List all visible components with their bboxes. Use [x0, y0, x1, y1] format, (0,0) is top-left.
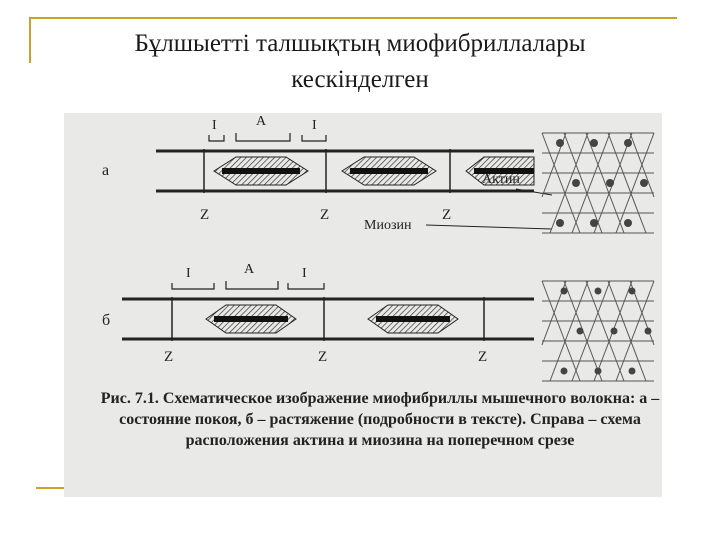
title-line-2: кескінделген: [291, 66, 429, 93]
band-I-label-a2: I: [312, 118, 317, 133]
figure-caption: Рис. 7.1. Схематическое изображение миоф…: [100, 390, 660, 449]
myofibril-diagram: а I A I Z Z Z: [102, 114, 655, 382]
band-I-label-b1: I: [186, 266, 191, 281]
sarcomere-row-a: [156, 149, 535, 193]
actin-pointer: [515, 188, 553, 196]
myosin-filament-a2: [341, 156, 437, 186]
z-label-a1: Z: [200, 207, 209, 223]
panel-a-label: а: [102, 162, 109, 179]
myosin-pointer: [425, 224, 553, 230]
bracket-I-a2: [301, 135, 327, 142]
band-I-label-b2: I: [302, 266, 307, 281]
cross-section-lattice-a: [541, 132, 655, 234]
myosin-filament-b2: [367, 304, 459, 334]
myosin-filament-b1: [205, 304, 297, 334]
z-label-a2: Z: [320, 207, 329, 223]
decorative-left-line: [29, 17, 31, 63]
z-label-a3: Z: [442, 207, 451, 223]
z-label-b1: Z: [164, 349, 173, 365]
cross-section-lattice-b: [541, 280, 655, 382]
decorative-top-line: [29, 17, 677, 19]
actin-label: Актин: [482, 172, 520, 187]
band-I-label-a1: I: [212, 118, 217, 133]
band-A-label-b: A: [244, 262, 255, 277]
myosin-filament-a1: [213, 156, 309, 186]
bracket-A-a: [235, 133, 291, 142]
myosin-label: Миозин: [364, 218, 412, 233]
myosin-filament-a3: [465, 156, 535, 186]
myofibril-figure: а I A I Z Z Z: [64, 113, 662, 497]
sarcomere-row-b: [122, 297, 534, 341]
decorative-bottom-line: [36, 487, 76, 489]
panel-b-label: б: [102, 312, 110, 329]
lattice-nodes-b: [560, 287, 652, 375]
bracket-I-a1: [208, 135, 225, 142]
bracket-I-b1: [171, 283, 215, 290]
band-A-label-a: A: [256, 114, 267, 129]
slide-title: Бұлшыетті талшықтың миофибриллалары кеск…: [60, 26, 660, 98]
bracket-I-b2: [287, 283, 325, 290]
lattice-nodes-a: [556, 139, 648, 227]
z-label-b3: Z: [478, 349, 487, 365]
title-line-1: Бұлшыетті талшықтың миофибриллалары: [134, 30, 586, 57]
z-label-b2: Z: [318, 349, 327, 365]
bracket-A-b: [225, 281, 279, 290]
